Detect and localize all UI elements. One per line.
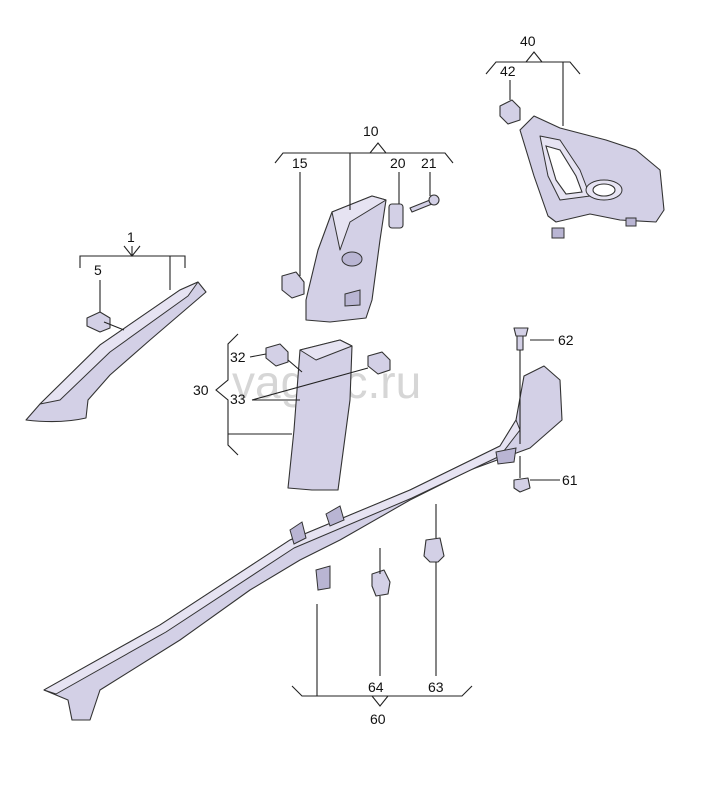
clip-32 (265, 343, 289, 367)
c-pillar-trim (519, 115, 665, 239)
screw-21 (409, 194, 440, 213)
label-62: 62 (558, 332, 574, 348)
leader-61 (519, 456, 560, 481)
leader-62 (519, 339, 554, 444)
clip-64 (371, 569, 391, 597)
label-32: 32 (230, 349, 246, 365)
label-60: 60 (370, 711, 386, 727)
label-40: 40 (520, 33, 536, 49)
label-1: 1 (127, 229, 135, 245)
nut-61 (513, 477, 531, 493)
bracket-10 (274, 142, 454, 164)
clip-33 (367, 351, 391, 375)
bracket-1 (79, 245, 186, 268)
sill-trim (43, 365, 563, 721)
label-5: 5 (94, 262, 102, 278)
leader-32 (249, 353, 303, 373)
screw-62 (513, 327, 529, 351)
clip-5 (86, 311, 111, 333)
clip-42 (499, 99, 521, 125)
leader-33 (251, 367, 369, 401)
b-pillar-upper-trim (305, 195, 387, 323)
label-33: 33 (230, 391, 246, 407)
clip-63 (423, 537, 445, 563)
clip-15 (281, 271, 305, 299)
label-30: 30 (193, 382, 209, 398)
label-15: 15 (292, 155, 308, 171)
label-20: 20 (390, 155, 406, 171)
bracket-30 (215, 333, 239, 456)
label-10: 10 (363, 123, 379, 139)
a-pillar-trim (25, 281, 207, 423)
label-64: 64 (368, 679, 384, 695)
label-61: 61 (562, 472, 578, 488)
label-42: 42 (500, 63, 516, 79)
bracket-40 (485, 51, 581, 75)
label-63: 63 (428, 679, 444, 695)
b-pillar-lower-trim (287, 339, 353, 491)
bracket-60 (291, 685, 473, 707)
leader-5 (99, 280, 125, 331)
bracket-20 (388, 203, 404, 229)
label-21: 21 (421, 155, 437, 171)
